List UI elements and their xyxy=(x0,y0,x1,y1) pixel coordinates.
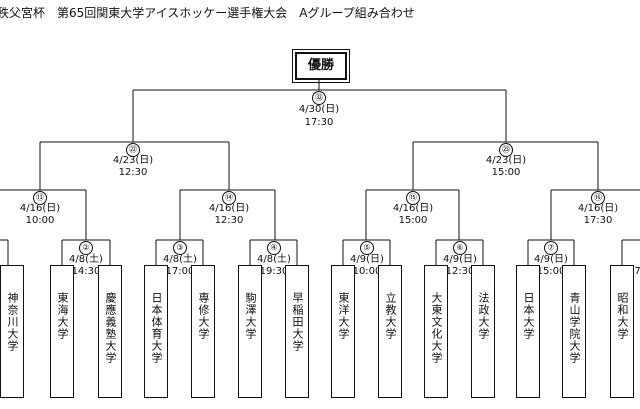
match-date-qf-3: 4/16(日) xyxy=(392,203,434,214)
team-name: 大東文化大学 xyxy=(430,292,443,364)
team-box-8: 東洋大学 xyxy=(331,265,355,398)
team-name: 神奈川大学 xyxy=(6,292,19,352)
team-name: 日本大学 xyxy=(522,292,535,340)
match-time-r1-6: 12:30 xyxy=(445,266,475,277)
match-number-qf-1: ⑬ xyxy=(33,191,47,205)
match-date-r1-6: 4/9(日) xyxy=(443,254,477,265)
match-number-semi-1: ㉒ xyxy=(126,143,140,157)
match-date-qf-1: 4/16(日) xyxy=(19,203,61,214)
match-number-semi-2: ㉓ xyxy=(499,143,513,157)
team-box-2: 東海大学 xyxy=(50,265,74,398)
team-name: 日本体育大学 xyxy=(150,292,163,364)
team-box-6: 駒澤大学 xyxy=(238,265,262,398)
team-box-3: 慶應義塾大学 xyxy=(98,265,122,398)
team-box-7: 早稲田大学 xyxy=(285,265,309,398)
match-time-r1-4: 19:30 xyxy=(259,266,289,277)
match-number-r1-2: ② xyxy=(79,241,93,255)
team-box-11: 法政大学 xyxy=(471,265,495,398)
match-date-semi-1: 4/23(日) xyxy=(112,155,154,166)
team-box-1: 神奈川大学 xyxy=(0,265,24,398)
team-name: 法政大学 xyxy=(477,292,490,340)
team-name: 立教大学 xyxy=(384,292,397,340)
page-title: 秩父宮杯 第65回関東大学アイスホッケー選手権大会 Aグループ組み合わせ xyxy=(0,6,415,20)
match-time-r1-7: 15:00 xyxy=(536,266,566,277)
match-number-qf-4: ⑯ xyxy=(591,191,605,205)
match-date-r1-2: 4/8(土) xyxy=(69,254,103,265)
match-time-r1-8: 17 xyxy=(628,266,640,277)
team-name: 専修大学 xyxy=(197,292,210,340)
match-number-r1-5: ⑤ xyxy=(360,241,374,255)
winner-box: 優勝 xyxy=(292,49,350,83)
match-time-qf-1: 10:00 xyxy=(25,215,55,226)
team-box-12: 日本大学 xyxy=(516,265,540,398)
team-name: 東洋大学 xyxy=(337,292,350,340)
match-number-r1-4: ④ xyxy=(267,241,281,255)
match-number-r1-3: ③ xyxy=(173,241,187,255)
match-time-semi-2: 15:00 xyxy=(491,167,521,178)
team-box-4: 日本体育大学 xyxy=(144,265,168,398)
team-box-5: 専修大学 xyxy=(191,265,215,398)
team-box-13: 青山学院大学 xyxy=(562,265,586,398)
match-number-r1-6: ⑥ xyxy=(453,241,467,255)
match-time-final: 17:30 xyxy=(304,117,334,128)
match-date-r1-5: 4/9(日) xyxy=(350,254,384,265)
match-time-qf-4: 17:30 xyxy=(583,215,613,226)
match-time-semi-1: 12:30 xyxy=(118,167,148,178)
match-number-final: ㉜ xyxy=(312,91,326,105)
team-box-9: 立教大学 xyxy=(378,265,402,398)
team-name: 慶應義塾大学 xyxy=(104,292,117,364)
match-date-qf-2: 4/16(日) xyxy=(208,203,250,214)
match-time-qf-3: 15:00 xyxy=(398,215,428,226)
team-name: 昭和大学 xyxy=(616,292,629,340)
match-date-r1-4: 4/8(土) xyxy=(257,254,291,265)
match-date-final: 4/30(日) xyxy=(298,104,340,115)
match-time-r1-3: 17:00 xyxy=(165,266,195,277)
match-number-qf-3: ⑮ xyxy=(406,191,420,205)
match-date-qf-4: 4/16(日) xyxy=(577,203,619,214)
match-date-semi-2: 4/23(日) xyxy=(485,155,527,166)
match-date-r1-7: 4/9(日) xyxy=(534,254,568,265)
match-time-r1-5: 10:00 xyxy=(352,266,382,277)
team-name: 青山学院大学 xyxy=(568,292,581,364)
match-time-r1-2: 14:30 xyxy=(71,266,101,277)
match-number-qf-2: ⑭ xyxy=(222,191,236,205)
team-box-10: 大東文化大学 xyxy=(424,265,448,398)
match-number-r1-7: ⑦ xyxy=(544,241,558,255)
team-box-14: 昭和大学 xyxy=(610,265,634,398)
match-date-r1-3: 4/8(土) xyxy=(163,254,197,265)
match-time-qf-2: 12:30 xyxy=(214,215,244,226)
team-name: 駒澤大学 xyxy=(244,292,257,340)
team-name: 早稲田大学 xyxy=(291,292,304,352)
team-name: 東海大学 xyxy=(56,292,69,340)
